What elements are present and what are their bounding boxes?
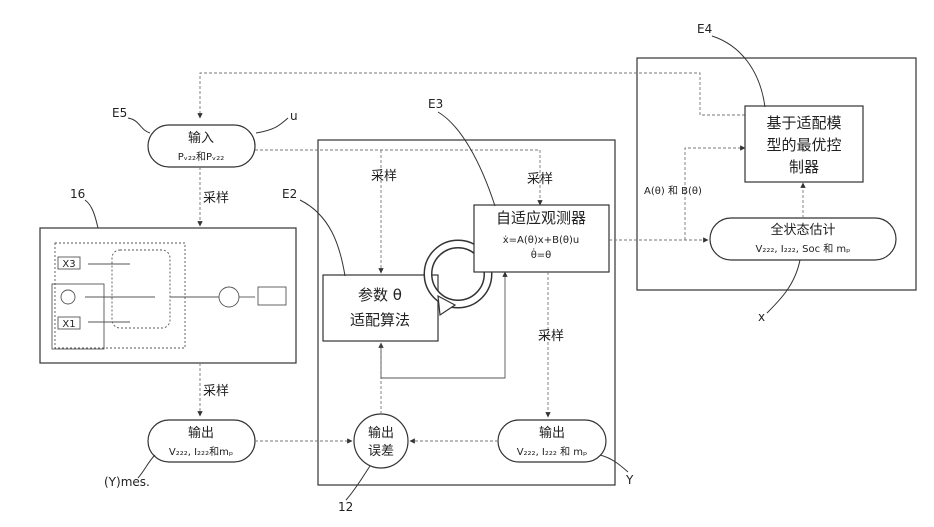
- controller-line2: 型的最优控: [766, 136, 841, 154]
- output-right-block: 输出 V₂₂₂, I₂₂₂ 和 mₚ: [498, 420, 606, 462]
- sampling-mid-top: 采样: [371, 169, 397, 184]
- error-block: 输出 误差: [354, 414, 408, 468]
- ref-y: Y: [625, 473, 634, 487]
- input-subtitle: Pᵥ₂₂和Pᵥ₂₂: [178, 151, 224, 163]
- ref-y-mes: (Y)mes.: [104, 475, 150, 489]
- ab-label: A(θ) 和 B(θ): [644, 185, 702, 197]
- input-to-observer-line: [255, 150, 540, 205]
- ref-16: 16: [70, 187, 85, 201]
- output-left-block: 输出 V₂₂₂, I₂₂₂和mₚ: [148, 420, 255, 462]
- estimator-block: 全状态估计 V₂₂₂, I₂₂₂, Soc 和 mₚ: [710, 218, 896, 260]
- ref-e2: E2: [282, 187, 297, 201]
- algorithm-line2: 适配算法: [350, 311, 410, 329]
- e5-leader: [128, 118, 150, 133]
- control-feedback-line: [200, 73, 745, 118]
- input-block: 输入 Pᵥ₂₂和Pᵥ₂₂: [148, 125, 255, 167]
- controller-line3: 制器: [789, 158, 819, 176]
- e3-leader: [438, 112, 495, 206]
- ref-12-leader: [346, 466, 370, 500]
- estimator-title: 全状态估计: [770, 222, 835, 238]
- output-right-subtitle: V₂₂₂, I₂₂₂ 和 mₚ: [517, 446, 588, 458]
- output-left-title: 输出: [188, 425, 214, 441]
- controller-line1: 基于适配模: [766, 114, 841, 132]
- observer-eq2: θ̇=θ: [531, 247, 552, 261]
- error-line1: 输出: [368, 425, 394, 441]
- ref-e4: E4: [697, 22, 712, 36]
- input-title: 输入: [188, 130, 214, 146]
- algorithm-line1: 参数 θ: [358, 286, 402, 304]
- sampling-top-right: 采样: [527, 172, 553, 187]
- ref-16-leader: [85, 200, 98, 228]
- plant-icon-bottom: X1: [62, 319, 75, 330]
- ref-x: x: [758, 310, 765, 324]
- observer-eq1: ẋ=A(θ)x+B(θ)u: [503, 235, 579, 246]
- y-leader: [600, 455, 628, 472]
- sampling-left-top: 采样: [203, 191, 229, 206]
- ref-u: u: [290, 109, 298, 123]
- e4-leader: [712, 36, 765, 107]
- algorithm-block: [323, 275, 438, 341]
- ref-e3: E3: [428, 97, 443, 111]
- u-leader: [256, 118, 288, 133]
- ref-12: 12: [338, 500, 353, 514]
- estimator-subtitle: V₂₂₂, I₂₂₂, Soc 和 mₚ: [756, 243, 851, 255]
- e2-leader: [300, 200, 345, 276]
- plant-icon-top: X3: [62, 259, 75, 270]
- output-right-title: 输出: [539, 425, 565, 441]
- error-line2: 误差: [368, 444, 394, 459]
- x-leader: [767, 260, 800, 313]
- sampling-right-lower: 采样: [538, 329, 564, 344]
- sampling-left-bottom: 采样: [203, 384, 229, 399]
- ref-e5: E5: [112, 106, 127, 120]
- output-left-subtitle: V₂₂₂, I₂₂₂和mₚ: [169, 446, 233, 458]
- observer-title: 自适应观测器: [496, 209, 586, 227]
